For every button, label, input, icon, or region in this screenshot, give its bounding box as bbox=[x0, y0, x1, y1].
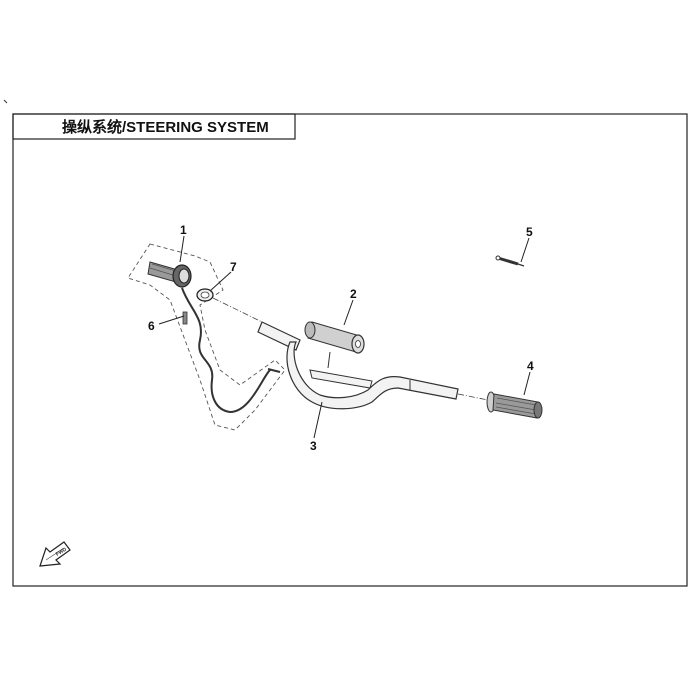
callout-5: 5 bbox=[526, 225, 533, 239]
callout-6: 6 bbox=[148, 319, 155, 333]
leader-line-4 bbox=[523, 371, 531, 396]
forward-arrow-icon bbox=[39, 541, 71, 567]
throttle-grip-part bbox=[147, 261, 192, 288]
leader-line-5 bbox=[520, 237, 530, 263]
callout-7: 7 bbox=[230, 260, 237, 274]
diagram-title: 操纵系统/STEERING SYSTEM bbox=[62, 118, 269, 136]
leader-line-2 bbox=[343, 299, 354, 326]
forward-arrow-label: FWD bbox=[55, 546, 68, 557]
callout-4: 4 bbox=[527, 359, 534, 373]
alignment-line-left bbox=[212, 297, 263, 323]
assembly-group-outline bbox=[127, 243, 286, 431]
right-grip-part bbox=[486, 391, 543, 419]
clamp-ring-part bbox=[196, 288, 214, 302]
throttle-cable-part bbox=[181, 287, 281, 414]
corner-mark bbox=[3, 99, 8, 104]
alignment-line-right bbox=[457, 393, 489, 401]
diagram-border bbox=[12, 113, 688, 587]
callout-2: 2 bbox=[350, 287, 357, 301]
leader-line-7 bbox=[209, 271, 232, 292]
callout-1: 1 bbox=[180, 223, 187, 237]
title-box bbox=[12, 113, 296, 140]
crossbar-pad-part bbox=[304, 321, 365, 369]
leader-line-6 bbox=[158, 315, 185, 325]
leader-line-1 bbox=[179, 235, 185, 263]
clip-part bbox=[495, 255, 525, 267]
leader-line-3 bbox=[313, 401, 323, 439]
handlebar-part bbox=[257, 321, 459, 410]
callout-3: 3 bbox=[310, 439, 317, 453]
